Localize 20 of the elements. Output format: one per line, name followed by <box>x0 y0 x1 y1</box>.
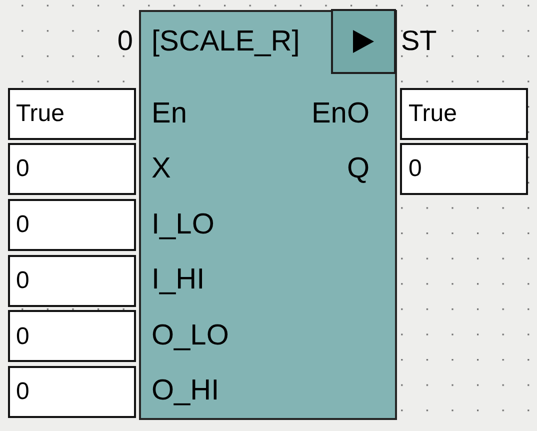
side-label: ST <box>401 24 437 58</box>
pin-label: Q <box>346 152 370 186</box>
pin-label: O_HI <box>152 374 220 408</box>
value-field: 0 <box>400 143 528 196</box>
function-block <box>139 10 396 420</box>
value-field: 0 <box>8 254 136 307</box>
pin-label: X <box>152 152 171 186</box>
value-field: 0 <box>8 310 136 362</box>
pin-label: O_LO <box>152 318 229 352</box>
pin-label: I_HI <box>152 263 205 297</box>
pin-label: En <box>152 96 187 130</box>
pin-label: EnO <box>311 96 370 130</box>
value-field: 0 <box>8 198 136 251</box>
value-field: True <box>400 88 528 140</box>
value-field: 0 <box>8 143 136 196</box>
side-label: 0 <box>117 24 133 58</box>
value-field: 0 <box>8 366 136 418</box>
pin-label: I_LO <box>152 208 214 242</box>
block-title: [SCALE_R] <box>152 24 300 58</box>
value-field: True <box>8 88 136 140</box>
